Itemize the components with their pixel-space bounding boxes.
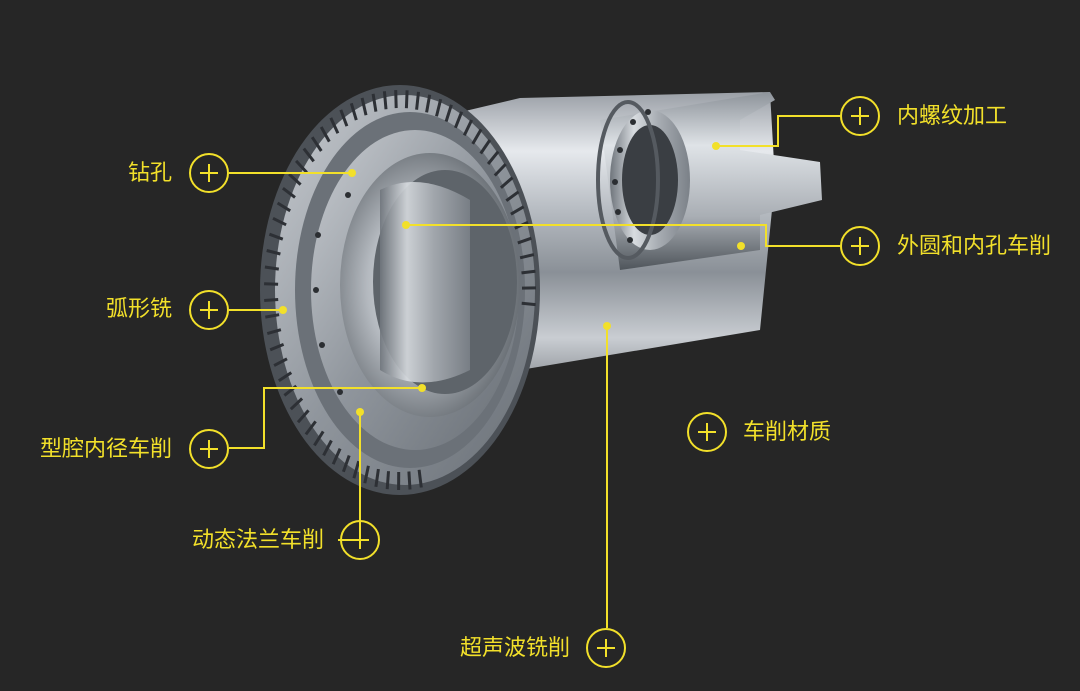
flange-tooth: [382, 91, 388, 110]
flange-tooth: [493, 163, 507, 177]
flange-tooth: [471, 128, 483, 145]
flange-tooth: [268, 232, 284, 241]
flange-tooth: [277, 371, 293, 383]
flange-tooth: [360, 97, 368, 116]
label-cavity-bore-turning: 型腔内径车削: [39, 437, 172, 462]
flange-tooth: [310, 136, 323, 152]
plus-circle-icon-turning-material[interactable]: [687, 412, 727, 452]
label-internal-thread: 内螺纹加工: [897, 104, 1008, 129]
flange-tooth: [417, 469, 423, 488]
flange-tooth: [435, 98, 443, 117]
flange-tooth: [294, 159, 308, 174]
flange-tooth: [266, 328, 282, 336]
flange-tooth: [264, 282, 279, 286]
flange-tooth: [349, 102, 358, 121]
flange-tooth: [404, 90, 409, 109]
flange-tooth: [304, 420, 317, 436]
plus-circle-icon-cavity-bore-turning[interactable]: [189, 429, 229, 469]
flange-tooth: [415, 91, 420, 110]
label-turning-material: 车削材质: [743, 420, 832, 445]
flange-tooth: [510, 205, 525, 216]
flange-tooth: [505, 190, 520, 202]
flange-tooth: [352, 460, 361, 479]
flange-tooth: [265, 313, 280, 319]
plus-circle-icon-drilling[interactable]: [189, 153, 229, 193]
flange-tooth: [273, 357, 288, 367]
flange-tooth: [281, 187, 296, 199]
flange-tooth: [521, 269, 536, 275]
flange-tooth: [517, 236, 532, 245]
flange-tooth: [425, 94, 432, 113]
flange-tooth: [519, 253, 535, 260]
flange-tooth: [288, 172, 302, 186]
plus-circle-icon-internal-thread[interactable]: [840, 96, 880, 136]
flange-tooth: [319, 126, 331, 143]
flange-tooth: [264, 298, 279, 302]
plus-circle-icon-ultrasonic-milling[interactable]: [586, 628, 626, 668]
label-drilling: 钻孔: [127, 161, 172, 186]
flange-tooth: [521, 301, 536, 307]
flange-tooth: [296, 409, 310, 424]
flange-tooth: [269, 343, 285, 352]
label-arc-milling: 弧形铣: [105, 297, 172, 322]
flange-tooth: [385, 471, 390, 490]
flange-tooth: [444, 104, 453, 122]
flange-tooth: [462, 119, 474, 136]
flange-tooth: [486, 150, 500, 165]
label-od-id-turning: 外圆和内孔车削: [897, 234, 1052, 259]
flange-tooth: [479, 139, 492, 155]
flange-tooth: [272, 216, 287, 227]
flange-tooth: [331, 447, 342, 465]
label-dynamic-flange-turning: 动态法兰车削: [191, 528, 324, 553]
flange-tooth: [322, 439, 333, 457]
label-ultrasonic-milling: 超声波铣削: [459, 636, 570, 661]
flange-tooth: [266, 249, 281, 256]
flange-tooth: [329, 117, 340, 134]
plus-circle-icon-dynamic-flange-turning[interactable]: [340, 520, 380, 560]
flange-tooth: [302, 147, 315, 163]
flange-tooth: [264, 265, 280, 271]
flange-tooth: [289, 397, 304, 411]
flange-tooth: [407, 471, 412, 490]
flange-tooth: [374, 468, 380, 488]
flange-tooth: [394, 90, 398, 109]
flange-tooth: [276, 201, 291, 213]
flange-tooth: [313, 430, 325, 447]
flange-tooth: [363, 465, 370, 484]
flange-tooth: [341, 454, 351, 473]
plus-circle-icon-od-id-turning[interactable]: [840, 226, 880, 266]
flange-tooth: [371, 93, 378, 112]
flange-tooth: [499, 176, 514, 189]
flange-tooth: [454, 111, 464, 129]
plus-circle-icon-arc-milling[interactable]: [189, 290, 229, 330]
flange-tooth: [339, 109, 349, 127]
